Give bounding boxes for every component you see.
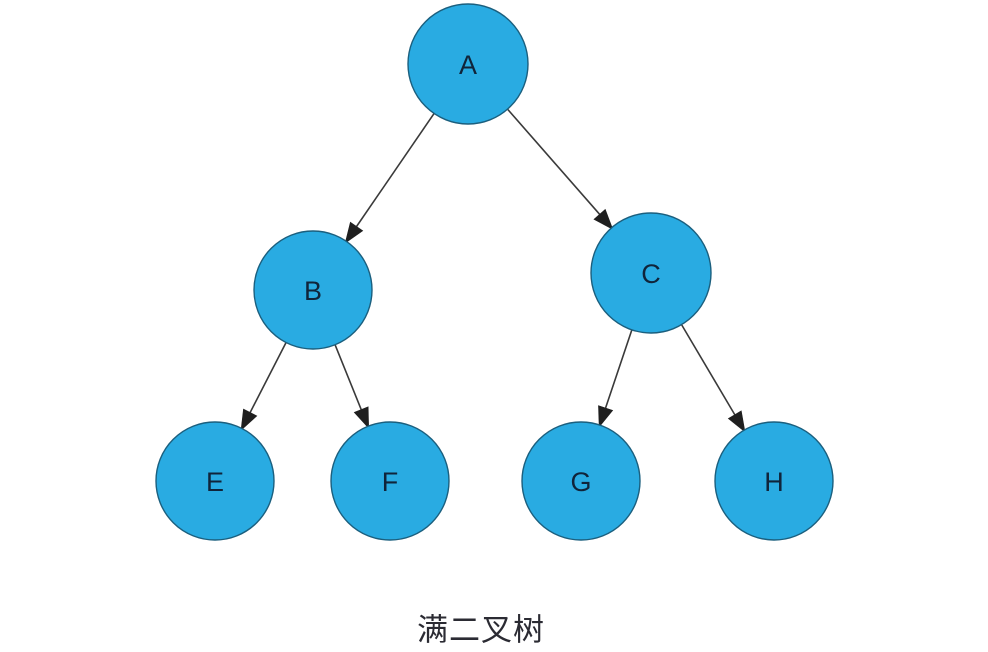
edge-a-to-c [506,107,614,231]
edge-c-to-h [680,323,746,433]
edge-b-to-f [333,343,370,429]
edge-line [355,112,436,227]
node-circle-h[interactable] [714,421,834,541]
arrow-head-icon [598,405,614,428]
node-label-c: C [641,259,661,289]
edge-c-to-g [598,328,633,428]
node-circle-e[interactable] [155,421,275,541]
edge-line [506,107,601,215]
arrow-head-icon [353,406,370,429]
node-label-f: F [382,467,399,497]
diagram-caption: 满二叉树 [417,613,545,648]
tree-node-g[interactable]: G [521,421,641,541]
tree-node-c[interactable]: C [590,212,712,334]
edge-line [604,328,633,409]
tree-node-a[interactable]: A [407,3,529,125]
node-label-a: A [459,50,477,80]
node-circle-f[interactable] [330,421,450,541]
node-label-e: E [206,467,224,497]
node-circle-g[interactable] [521,421,641,541]
tree-node-e[interactable]: E [155,421,275,541]
edge-layer [240,107,746,433]
arrow-head-icon [727,410,746,433]
edge-line [333,343,362,410]
tree-node-h[interactable]: H [714,421,834,541]
arrow-head-icon [240,408,258,432]
edge-line [249,341,288,413]
node-label-g: G [570,467,591,497]
node-label-h: H [764,467,784,497]
edge-line [680,323,736,416]
node-label-b: B [304,276,322,306]
node-circle-b[interactable] [253,230,373,350]
edge-b-to-e [240,341,288,432]
tree-node-f[interactable]: F [330,421,450,541]
arrow-head-icon [344,221,364,244]
tree-node-b[interactable]: B [253,230,373,350]
arrow-head-icon [593,208,614,231]
node-circle-c[interactable] [590,212,712,334]
edge-a-to-b [344,112,436,244]
node-layer: A B C E F G H [155,3,834,541]
node-circle-a[interactable] [407,3,529,125]
